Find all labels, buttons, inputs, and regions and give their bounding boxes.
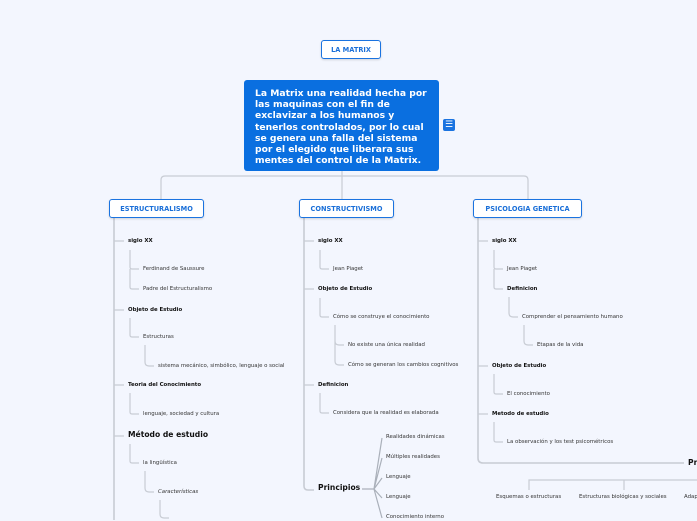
node[interactable]: Objeto de Estudio [318, 286, 373, 292]
node[interactable]: Método de estudio [128, 430, 209, 439]
node[interactable]: Ferdinand de Saussure [143, 266, 205, 272]
node[interactable]: sistema mecánico, simbólico, lenguaje o … [158, 363, 285, 369]
notes-icon[interactable]: ☰ [443, 119, 455, 131]
node[interactable]: Comprender el pensamiento humano [522, 314, 623, 320]
node[interactable]: Adap [684, 494, 697, 500]
node[interactable]: Esquemas o estructuras [496, 494, 562, 500]
node[interactable]: La observación y los test psicométricos [507, 439, 614, 445]
node[interactable]: Objeto de Estudio [492, 363, 547, 369]
node[interactable]: Cómo se generan los cambios cognitivos [348, 362, 459, 368]
node[interactable]: Definicion [318, 382, 349, 388]
node[interactable]: Múltiples realidades [386, 454, 440, 460]
node[interactable]: siglo XX [318, 238, 343, 244]
node[interactable]: Realidades dinámicas [386, 434, 445, 440]
node[interactable]: Características [158, 489, 199, 495]
node[interactable]: Estructuras [143, 334, 174, 340]
root-topic[interactable]: LA MATRIX [321, 40, 381, 59]
node[interactable]: Definicion [507, 286, 538, 292]
node[interactable]: Lenguaje [386, 494, 411, 500]
node[interactable]: Jean Piaget [333, 266, 364, 272]
branch-constructivismo[interactable]: CONSTRUCTIVISMO [299, 199, 394, 218]
node[interactable]: Padre del Estructuralismo [143, 286, 213, 292]
branch-label: PSICOLOGIA GENETICA [485, 204, 570, 213]
node[interactable]: Estructuras biológicas y sociales [579, 494, 667, 500]
central-topic[interactable]: La Matrix una realidad hecha por las maq… [244, 80, 439, 171]
node[interactable]: Etapas de la vida [537, 342, 584, 348]
branch-label: ESTRUCTURALISMO [120, 204, 193, 213]
root-title: LA MATRIX [331, 45, 371, 54]
branch-label: CONSTRUCTIVISMO [310, 204, 383, 213]
node[interactable]: lenguaje, sociedad y cultura [143, 411, 220, 417]
node[interactable]: No existe una única realidad [348, 342, 425, 348]
node[interactable]: Objeto de Estudio [128, 307, 183, 313]
node[interactable]: la lingüística [143, 460, 177, 466]
node[interactable]: El conocimiento [507, 391, 550, 397]
branch-estructuralismo[interactable]: ESTRUCTURALISMO [109, 199, 204, 218]
node[interactable]: Considera que la realidad es elaborada [333, 410, 439, 416]
node[interactable]: Lenguaje [386, 474, 411, 480]
central-text: La Matrix una realidad hecha por las maq… [255, 88, 427, 167]
node[interactable]: Teoria del Conocimiento [128, 382, 202, 388]
node[interactable]: Conocimiento interno [386, 514, 445, 520]
branch-psicologia-genetica[interactable]: PSICOLOGIA GENETICA [473, 199, 582, 218]
node[interactable]: Metodo de estudio [492, 411, 549, 417]
node[interactable]: siglo XX [492, 238, 517, 244]
node[interactable]: Cómo se construye el conocimiento [333, 314, 430, 320]
node[interactable]: Jean Piaget [507, 266, 538, 272]
node[interactable]: siglo XX [128, 238, 153, 244]
node[interactable]: Principios [318, 483, 361, 492]
node[interactable]: Pr [688, 458, 697, 467]
